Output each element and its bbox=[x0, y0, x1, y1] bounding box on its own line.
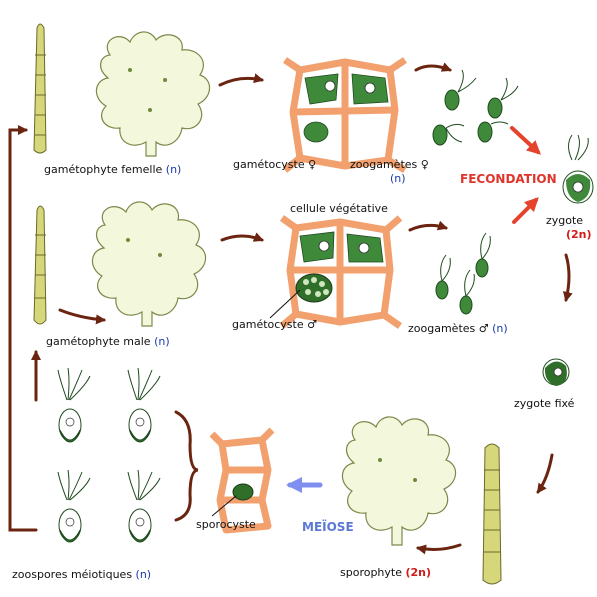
zoogametes-top bbox=[432, 69, 519, 146]
fecondation-arrows bbox=[510, 126, 541, 224]
label-gametophyte-female: gamétophyte femelle (n) bbox=[44, 163, 182, 176]
zygote-fixed-cell bbox=[542, 358, 570, 386]
label-gametocyste-bottom: gamétocyste ♂ bbox=[232, 318, 317, 331]
thallus-sporophyte bbox=[341, 416, 457, 546]
arrow-male-thallus-to-gametocyst bbox=[220, 232, 264, 242]
arrow-fecondation-up bbox=[512, 197, 539, 224]
zoogametes-bottom bbox=[435, 232, 491, 315]
arrow-female-to-gametocyst bbox=[218, 73, 264, 87]
arrow-zygote-down bbox=[563, 253, 573, 302]
label-zoogametes-bottom: zoogamètes ♂ (n) bbox=[408, 322, 508, 335]
label-sporocyste: sporocyste bbox=[196, 518, 256, 531]
thallus-male bbox=[91, 201, 207, 327]
arrow-gametocyst-to-zoogametes-bottom bbox=[408, 220, 448, 232]
filament-right bbox=[482, 443, 502, 585]
label-zoogametes-top: zoogamètes ♀ bbox=[350, 158, 429, 171]
arrow-zygote-fixed-down bbox=[536, 453, 554, 494]
cycle-arrows bbox=[8, 62, 573, 555]
label-zoospores-meiotiques: zoospores méiotiques (n) bbox=[12, 568, 152, 581]
arrow-filament-to-male bbox=[58, 308, 106, 325]
thallus-female bbox=[95, 31, 211, 157]
zygote-cell bbox=[562, 134, 594, 204]
label-gametocyste-top: gamétocyste ♀ bbox=[233, 158, 317, 171]
ploidy-zygote: (2n) bbox=[566, 228, 592, 241]
arrow-fecondation-down bbox=[510, 126, 541, 155]
filament-mid-left bbox=[33, 205, 47, 325]
gametocyst-tissue-top bbox=[282, 57, 407, 174]
filament-top-left bbox=[33, 23, 47, 154]
label-sporophyte: sporophyte (2n) bbox=[340, 566, 432, 579]
label-cellule-vegetative: cellule végétative bbox=[290, 202, 388, 215]
ploidy-zoogametes-top: (n) bbox=[390, 172, 406, 185]
bracket-zoospores bbox=[174, 410, 199, 522]
label-zygote-fixe: zygote fixé bbox=[514, 397, 575, 410]
label-fecondation: FECONDATION bbox=[460, 172, 557, 186]
label-gametophyte-male: gamétophyte male (n) bbox=[46, 335, 170, 348]
arrow-sporophyte-left bbox=[416, 543, 462, 555]
label-meiose: MEÏOSE bbox=[302, 520, 354, 534]
gametocyst-tissue-bottom bbox=[269, 215, 403, 329]
label-zygote: zygote bbox=[546, 214, 584, 227]
arrow-gametocyst-to-zoogametes-top bbox=[414, 62, 452, 72]
arrow-zoospores-loop bbox=[8, 125, 38, 532]
sporocyst-tissue bbox=[209, 427, 275, 534]
zoospores-meiotic bbox=[57, 367, 161, 543]
